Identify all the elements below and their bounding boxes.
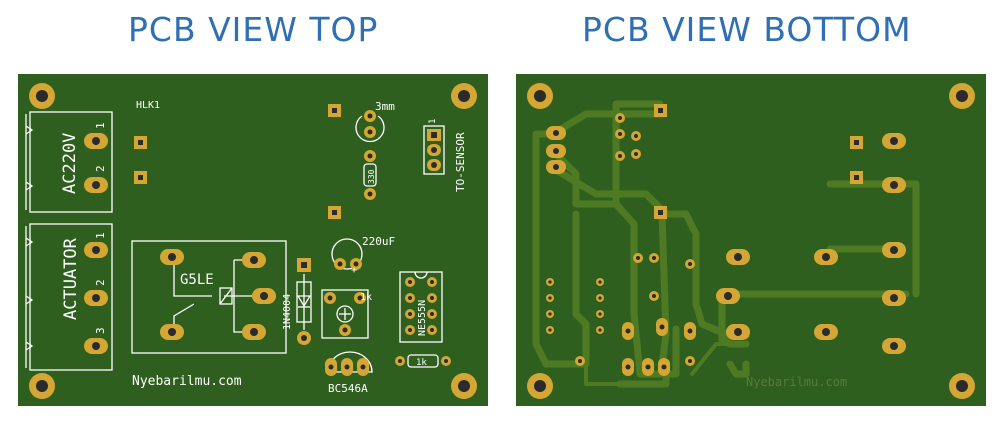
pcb-bottom-view: Nyebarilmu.com: [516, 74, 986, 406]
led-3mm: [355, 110, 385, 143]
transistor-bc546a: [325, 351, 373, 376]
sensor-label: TO-SENSOR: [454, 132, 467, 192]
terminal-block-ac220v: [25, 111, 113, 213]
resistor-330: [363, 150, 377, 200]
pcb-top-view: AC220V 1 2 ACTUATOR 1 2 3 HLK1: [18, 74, 488, 406]
relay-g5le: [131, 240, 287, 354]
ac-pin1-label: 1: [94, 122, 107, 129]
copper-pads: [546, 104, 906, 376]
resistor-1k: [395, 354, 451, 368]
website-bottom-label: Nyebarilmu.com: [746, 375, 847, 389]
ic-label: NE555N: [417, 300, 428, 336]
sensor-header: [423, 125, 445, 175]
pot-label: 1k: [360, 292, 372, 303]
ic-ne555n: [399, 271, 443, 343]
hlk-module-pads: [134, 104, 341, 219]
mounting-hole: [29, 83, 477, 399]
diode-1n4004: [296, 258, 312, 345]
resistor-1k-label: 1k: [416, 358, 427, 368]
actuator-label: ACTUATOR: [61, 237, 81, 320]
terminal-block-actuator: [25, 223, 113, 371]
act-pin3-label: 3: [94, 327, 107, 334]
transistor-label: BC546A: [328, 382, 368, 395]
sensor-pin1-label: 1: [428, 119, 438, 124]
capacitor-label: 220uF: [362, 235, 395, 248]
mounting-hole-bottom: [527, 83, 975, 399]
led-label: 3mm: [375, 100, 395, 113]
act-pin1-label: 1: [94, 232, 107, 239]
resistor-330-label: 330: [367, 169, 376, 184]
website-top-label: Nyebarilmu.com: [132, 374, 242, 389]
top-view-title: PCB VIEW TOP: [128, 10, 379, 49]
trimmer-pot-1k: [321, 289, 369, 339]
pcb-top-svg: AC220V 1 2 ACTUATOR 1 2 3 HLK1: [25, 83, 477, 399]
capacitor-220uf: +: [331, 238, 363, 276]
relay-label: G5LE: [180, 272, 214, 288]
ac-pin2-label: 2: [94, 165, 107, 172]
act-pin2-label: 2: [94, 279, 107, 286]
diode-label: 1N4004: [282, 294, 293, 330]
hlk-label: HLK1: [136, 100, 160, 111]
pcb-bottom-svg: Nyebarilmu.com: [527, 83, 975, 399]
bottom-view-title: PCB VIEW BOTTOM: [582, 10, 912, 49]
ac220v-label: AC220V: [60, 133, 80, 194]
svg-text:+: +: [351, 265, 357, 276]
